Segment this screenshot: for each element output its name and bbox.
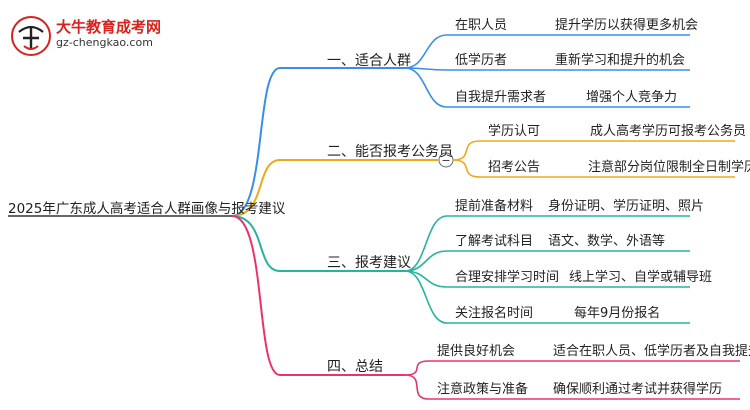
branch-label-1: 一、适合人群 [327,53,411,69]
child-note-3-2: 语文、数学、外语等 [548,234,666,249]
child-note-2-1: 成人高考学历可报考公务员 [590,124,747,139]
child-note-4-2: 确保顺利通过考试并获得学历 [553,382,723,397]
child-note-3-3: 线上学习、自学或辅导班 [569,270,713,285]
child-label-1-2: 低学历者 [455,53,508,68]
branch-link-4 [231,215,405,376]
child-label-3-3: 合理安排学习时间 [455,270,560,285]
child-label-4-1: 提供良好机会 [437,344,516,359]
child-note-1-1: 提升学历以获得更多机会 [555,18,699,33]
child-link-3-3 [404,270,690,288]
logo-title: 大牛教育成考网 [56,18,162,36]
root-topic: 2025年广东成人高考适合人群画像与报考建议 [8,201,286,217]
branch-label-4: 四、总结 [327,359,383,375]
child-note-1-2: 重新学习和提升的机会 [555,53,686,68]
branch-link-2 [231,159,438,217]
child-link-4-1 [404,360,740,376]
branch-link-3 [231,215,405,272]
branch-label-3: 三、报考建议 [327,255,411,271]
child-note-1-3: 增强个人竞争力 [586,90,678,105]
site-logo: 大牛教育成考网 gz-chengkao.com [10,14,180,58]
branch-link-1 [231,67,405,217]
child-link-1-1 [404,34,690,69]
child-link-3-1 [404,215,690,272]
branch-label-2: 二、能否报考公务员 [327,144,453,160]
child-label-3-4: 关注报名时间 [455,306,534,321]
logo-url: gz-chengkao.com [56,36,153,49]
child-label-2-2: 招考公告 [488,160,541,175]
child-link-3-2 [404,250,690,272]
child-note-3-1: 身份证明、学历证明、照片 [548,199,705,214]
child-label-4-2: 注意政策与准备 [437,382,529,397]
child-label-3-2: 了解考试科目 [455,234,534,249]
child-note-4-1: 适合在职人员、低学历者及自我提升者 [553,344,750,359]
child-link-3-4 [404,270,690,324]
child-note-2-2: 注意部分岗位限制全日制学历 [588,160,750,175]
child-note-3-4: 每年9月份报名 [574,306,661,321]
child-link-2-1 [452,140,735,161]
collapse-symbol: − [441,154,450,167]
child-label-3-1: 提前准备材料 [455,199,534,214]
bull-logo-icon [11,16,51,56]
child-link-1-3 [404,67,690,108]
child-label-1-3: 自我提升需求者 [455,90,547,105]
child-link-4-2 [404,374,740,400]
child-label-1-1: 在职人员 [455,18,508,33]
child-link-2-2 [452,159,735,178]
child-label-2-1: 学历认可 [488,124,541,139]
child-link-1-2 [404,67,690,71]
